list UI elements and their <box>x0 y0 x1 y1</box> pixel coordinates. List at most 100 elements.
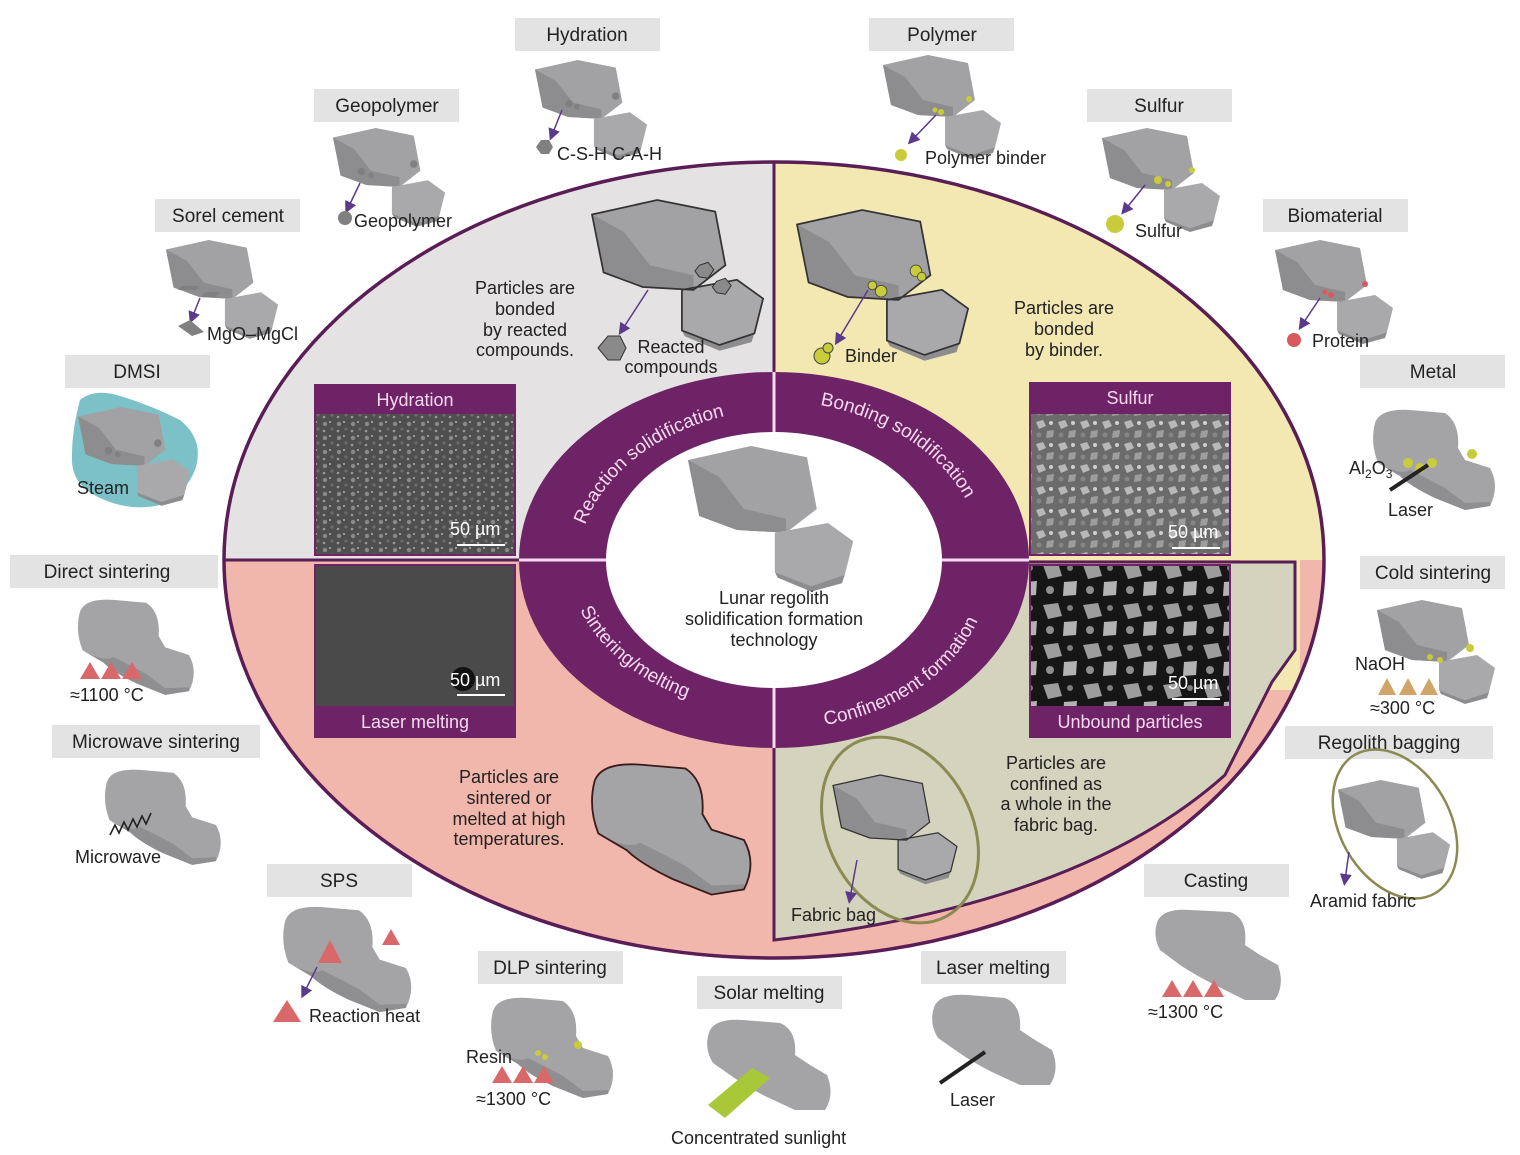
heat-icon <box>80 662 142 679</box>
rock-pair-icon <box>77 599 194 695</box>
method-label: SPS <box>320 871 358 892</box>
alumina-label: Al2O3 <box>1349 458 1393 481</box>
reacted-compounds-label-2: compounds <box>624 357 717 377</box>
sulfur-icon <box>1106 215 1124 233</box>
method-caption: Geopolymer <box>354 211 452 231</box>
reaction-rock-icon <box>590 199 765 351</box>
melt-icon <box>932 994 1056 1085</box>
sintering-desc-3: melted at high <box>452 809 565 829</box>
method-label: Polymer <box>907 25 977 46</box>
sem-title-sulfur: Sulfur <box>1106 388 1153 408</box>
fabric-bag-label: Fabric bag <box>791 905 876 925</box>
method-caption: Polymer binder <box>925 148 1046 168</box>
center-title-line-2: solidification formation <box>685 609 863 629</box>
reacted-compounds-label-1: Reacted <box>637 337 704 357</box>
method-cold-sintering: Cold sintering NaOH ≈300 °C <box>1355 556 1505 718</box>
heat-icon <box>492 1066 554 1083</box>
confinement-desc-3: a whole in the <box>1000 794 1111 814</box>
rock-pair-icon <box>78 407 191 506</box>
method-label: Casting <box>1184 871 1248 892</box>
method-label: Metal <box>1410 362 1456 383</box>
reaction-desc-1: Particles are <box>475 278 575 298</box>
method-caption: NaOH <box>1355 654 1405 674</box>
method-polymer: Polymer Polymer binder <box>869 18 1046 168</box>
confinement-rock-icon <box>832 774 958 885</box>
sem-image-sulfur <box>1031 414 1229 554</box>
sintering-desc-1: Particles are <box>459 767 559 787</box>
sem-title-laser-melting: Laser melting <box>361 712 469 732</box>
method-dmsi: DMSI Steam <box>65 355 210 508</box>
method-label: Solar melting <box>714 983 825 1004</box>
particle-icon <box>338 211 352 225</box>
protein-icon <box>1287 333 1301 347</box>
method-caption: Aramid fabric <box>1310 891 1416 911</box>
method-caption: Laser <box>1388 500 1433 520</box>
sem-image-laser-melting <box>316 566 514 706</box>
method-biomaterial: Biomaterial Protein <box>1263 199 1408 351</box>
method-caption: Protein <box>1312 331 1369 351</box>
method-caption: Concentrated sunlight <box>671 1128 846 1148</box>
method-label: Microwave sintering <box>72 732 240 753</box>
method-label: Sulfur <box>1134 96 1184 117</box>
flake-icon <box>178 320 204 336</box>
scale-bar-label: 50 µm <box>450 670 500 690</box>
method-metal: Metal Al2O3 Laser <box>1349 355 1505 520</box>
method-sulfur: Sulfur Sulfur <box>1087 89 1232 241</box>
temperature-label: ≈1300 °C <box>1148 1002 1223 1022</box>
sem-panel-laser-melting: 50 µm Laser melting <box>314 564 516 738</box>
scale-bar-label: 50 µm <box>450 519 500 539</box>
heat-icon <box>1162 980 1224 997</box>
method-sps: SPS Reaction heat <box>267 864 420 1026</box>
scale-bar-label: 50 µm <box>1168 522 1218 542</box>
sem-panel-sulfur: Sulfur 50 µm <box>1029 382 1231 556</box>
bonding-desc-1: Particles are <box>1014 298 1114 318</box>
method-caption: C-S-H C-A-H <box>557 144 662 164</box>
method-caption: Microwave <box>75 847 161 867</box>
sintering-desc-2: sintered or <box>466 788 551 808</box>
method-caption: Reaction heat <box>309 1006 420 1026</box>
rock-pair-icon <box>1102 128 1220 232</box>
rock-pair-icon <box>1275 240 1393 344</box>
binder-icon <box>895 149 907 161</box>
arrow-icon <box>845 859 858 904</box>
heat-icon <box>1378 678 1438 695</box>
method-direct-sintering: Direct sintering ≈1100 °C <box>10 555 218 705</box>
sem-title-hydration: Hydration <box>376 390 453 410</box>
method-laser-melting: Laser melting Laser <box>921 951 1066 1110</box>
bonding-desc-3: by binder. <box>1025 340 1103 360</box>
reaction-desc-4: compounds. <box>476 340 574 360</box>
method-solar-melting: Solar melting Concentrated sunlight <box>671 976 846 1148</box>
fabric-bag-icon <box>1331 748 1459 900</box>
confinement-desc-1: Particles are <box>1006 753 1106 773</box>
melt-icon <box>1155 909 1281 1000</box>
center-disc <box>606 432 942 688</box>
melt-icon <box>707 1019 831 1110</box>
scale-bar-label: 50 µm <box>1168 673 1218 693</box>
temperature-label: ≈1300 °C <box>476 1089 551 1109</box>
center-title-line-3: technology <box>730 630 817 650</box>
method-casting: Casting ≈1300 °C <box>1144 864 1289 1022</box>
sem-image-hydration <box>316 414 514 554</box>
bonding-desc-2: bonded <box>1034 319 1094 339</box>
sem-panel-unbound: 50 µm Unbound particles <box>1029 564 1231 738</box>
fabric-bag-icon <box>820 735 980 925</box>
reacted-compound-icon <box>597 335 627 361</box>
temperature-label: ≈1100 °C <box>70 685 144 705</box>
method-caption: Laser <box>950 1090 995 1110</box>
method-caption: Sulfur <box>1135 221 1182 241</box>
reaction-desc-2: bonded <box>495 299 555 319</box>
sem-image-unbound <box>1031 566 1229 706</box>
method-sorel-cement: Sorel cement MgO–MgCl <box>155 199 300 344</box>
sintering-desc-4: temperatures. <box>453 829 564 849</box>
method-label: Hydration <box>546 25 627 46</box>
method-hydration: Hydration C-S-H C-A-H <box>515 18 662 164</box>
method-label: Direct sintering <box>44 562 171 583</box>
method-caption: MgO–MgCl <box>207 324 298 344</box>
center-title-line-1: Lunar regolith <box>719 588 829 608</box>
rock-pair-icon <box>883 55 1001 159</box>
method-microwave-sintering: Microwave sintering Microwave <box>52 725 260 867</box>
method-geopolymer: Geopolymer Geopolymer <box>314 89 459 231</box>
method-label: DLP sintering <box>493 958 607 979</box>
method-label: Biomaterial <box>1287 206 1382 227</box>
